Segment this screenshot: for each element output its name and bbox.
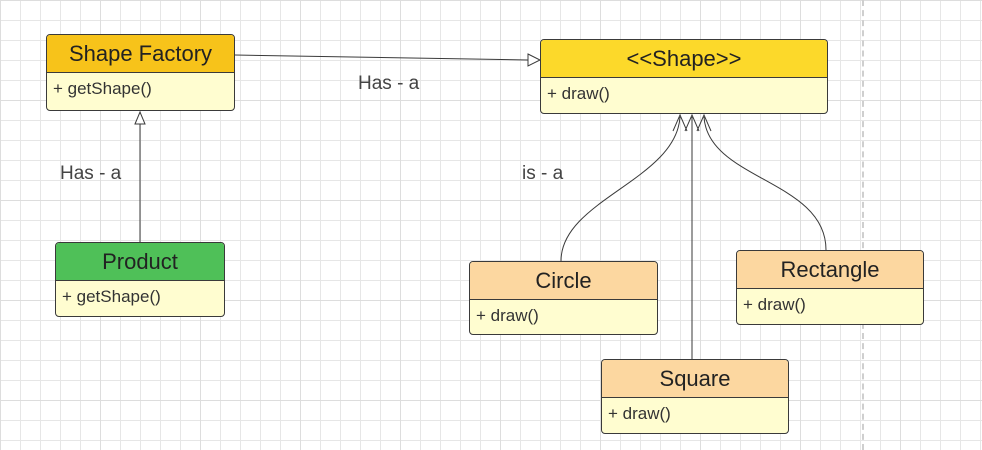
arrowhead-shape-from-square bbox=[684, 113, 700, 132]
class-circle-method: + draw() bbox=[476, 306, 539, 325]
class-product-body: + getShape() bbox=[56, 281, 224, 307]
class-rectangle[interactable]: Rectangle + draw() bbox=[736, 250, 924, 325]
connector-factory-shape[interactable] bbox=[234, 54, 529, 61]
class-square-header: Square bbox=[602, 360, 788, 398]
class-shape-factory-header: Shape Factory bbox=[47, 35, 234, 73]
class-square-name: Square bbox=[659, 365, 731, 391]
class-circle[interactable]: Circle + draw() bbox=[469, 261, 658, 335]
class-shape-method: + draw() bbox=[547, 84, 610, 103]
class-product-header: Product bbox=[56, 243, 224, 281]
class-shape[interactable]: <<Shape>> + draw() bbox=[540, 39, 828, 114]
arrowhead-shape-from-rectangle bbox=[696, 113, 712, 132]
arrowhead-factory-from-product bbox=[134, 110, 146, 125]
class-shape-name: <<Shape>> bbox=[626, 45, 742, 71]
connector-rectangle-shape[interactable] bbox=[703, 116, 827, 251]
class-rectangle-header: Rectangle bbox=[737, 251, 923, 289]
page-boundary bbox=[862, 0, 864, 450]
arrowhead-shape-from-factory bbox=[527, 53, 542, 67]
connector-circle-shape[interactable] bbox=[560, 116, 681, 262]
class-shape-header: <<Shape>> bbox=[541, 40, 827, 78]
class-shape-factory[interactable]: Shape Factory + getShape() bbox=[46, 34, 235, 111]
class-square-method: + draw() bbox=[608, 404, 671, 423]
class-shape-factory-body: + getShape() bbox=[47, 73, 234, 99]
class-square[interactable]: Square + draw() bbox=[601, 359, 789, 434]
class-circle-body: + draw() bbox=[470, 300, 657, 326]
class-shape-body: + draw() bbox=[541, 78, 827, 104]
class-rectangle-body: + draw() bbox=[737, 289, 923, 315]
class-circle-header: Circle bbox=[470, 262, 657, 300]
class-rectangle-method: + draw() bbox=[743, 295, 806, 314]
arrowhead-shape-from-circle bbox=[672, 113, 688, 132]
label-factory-shape-has-a: Has - a bbox=[358, 73, 420, 94]
class-circle-name: Circle bbox=[535, 267, 592, 293]
class-product-name: Product bbox=[102, 248, 178, 274]
class-product-method: + getShape() bbox=[62, 287, 161, 306]
class-shape-factory-name: Shape Factory bbox=[68, 40, 213, 66]
label-is-a: is - a bbox=[522, 163, 564, 184]
class-product[interactable]: Product + getShape() bbox=[55, 242, 225, 317]
class-square-body: + draw() bbox=[602, 398, 788, 424]
class-rectangle-name: Rectangle bbox=[780, 256, 880, 282]
class-shape-factory-method: + getShape() bbox=[53, 79, 152, 98]
label-product-factory-has-a: Has - a bbox=[60, 163, 122, 184]
